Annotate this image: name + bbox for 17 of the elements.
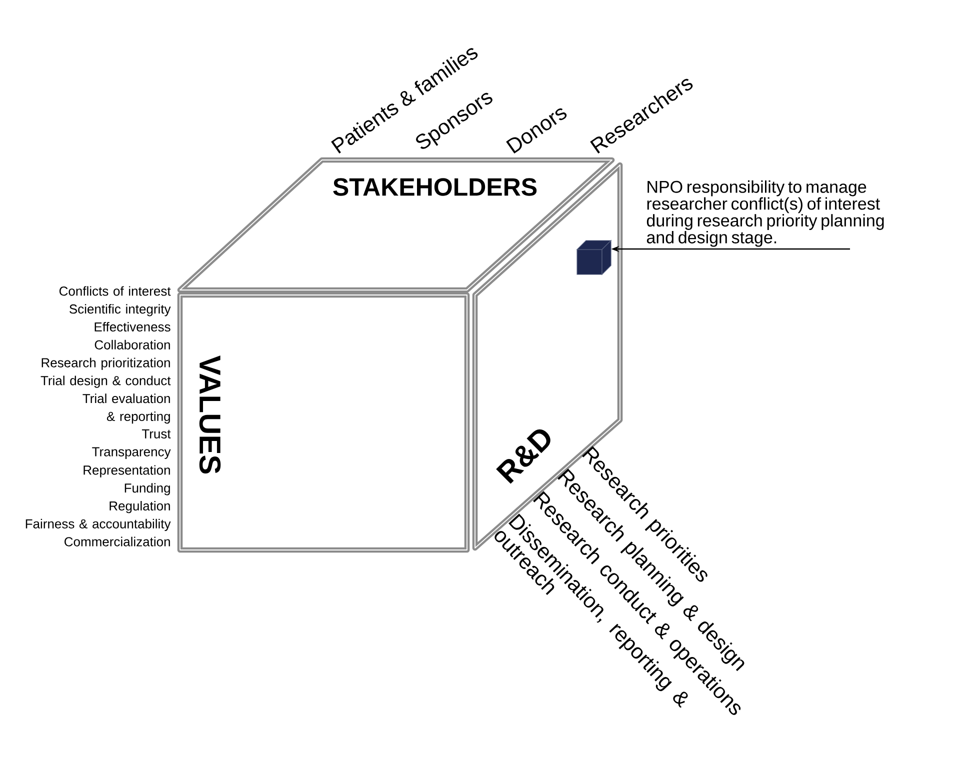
value-label: Trial evaluation & reporting [82, 394, 170, 424]
value-label: Conflicts of interest [59, 286, 171, 296]
value-label: Fairness & accountability [26, 518, 171, 532]
value-label: Trust [142, 429, 171, 438]
value-label: Commercialization [64, 536, 170, 546]
front-face: VALUES [177, 292, 470, 553]
value-label: Regulation [110, 501, 170, 514]
annotation-text: NPO responsibility to manage researcher conflict(s) of interest during research priority planning and design stage. [646, 180, 884, 247]
value-label: Trial design & conduct [40, 376, 171, 388]
value-label: Representation [84, 465, 170, 478]
value-label: Funding [124, 483, 170, 496]
value-label: Transparency [92, 447, 171, 459]
value-label: Collaboration [94, 340, 170, 350]
value-label: Effectiveness [94, 322, 170, 332]
value-label: Scientific integrity [70, 304, 171, 316]
top-face: STAKEHOLDERS [177, 157, 615, 293]
value-label: Research prioritization [42, 358, 170, 370]
